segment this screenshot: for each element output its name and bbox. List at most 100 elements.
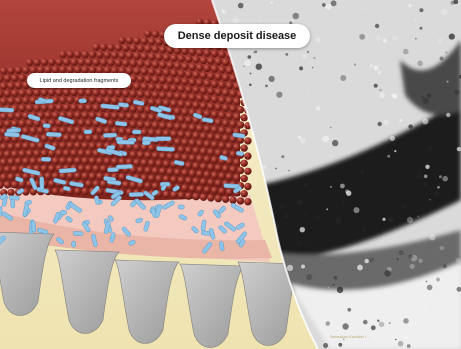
deposit-sphere	[81, 173, 88, 180]
deposit-sphere	[148, 160, 155, 167]
deposit-sphere	[204, 110, 211, 117]
deposit-sphere	[81, 142, 88, 149]
deposit-sphere	[133, 83, 140, 90]
deposit-sphere	[178, 101, 185, 108]
deposit-sphere	[26, 120, 33, 127]
deposit-sphere	[19, 74, 26, 81]
deposit-sphere	[7, 189, 14, 196]
deposit-sphere	[137, 106, 144, 113]
deposit-sphere	[111, 52, 118, 59]
deposit-sphere	[0, 83, 7, 90]
deposit-sphere	[63, 135, 70, 142]
deposit-sphere	[148, 99, 155, 106]
deposit-sphere	[107, 59, 114, 66]
deposit-sphere	[181, 154, 188, 161]
deposit-sphere	[170, 55, 177, 62]
deposit-sphere	[192, 56, 199, 63]
deposit-sphere	[181, 93, 188, 100]
deposit-sphere	[85, 165, 92, 172]
deposit-sphere	[41, 104, 48, 111]
lipid-fragment	[142, 140, 150, 145]
deposit-sphere	[159, 77, 166, 84]
deposit-sphere	[218, 66, 225, 73]
deposit-sphere	[0, 98, 7, 105]
deposit-sphere	[211, 111, 218, 118]
deposit-sphere	[118, 113, 125, 120]
deposit-sphere	[163, 160, 170, 167]
deposit-sphere	[78, 104, 85, 111]
deposit-sphere	[159, 92, 166, 99]
deposit-sphere	[141, 114, 148, 121]
deposit-sphere	[181, 139, 188, 146]
deposit-sphere	[19, 90, 26, 97]
deposit-sphere	[200, 87, 207, 94]
deposit-sphere	[222, 74, 229, 81]
deposit-sphere	[244, 168, 251, 175]
deposit-sphere	[22, 97, 29, 104]
deposit-sphere	[189, 48, 196, 55]
deposit-sphere	[148, 129, 155, 136]
deposit-sphere	[237, 121, 244, 128]
deposit-sphere	[148, 68, 155, 75]
deposit-sphere	[181, 48, 188, 55]
deposit-sphere	[118, 128, 125, 135]
deposit-sphere	[0, 113, 7, 120]
lipid-fragment	[117, 140, 135, 145]
deposit-sphere	[30, 143, 37, 150]
deposit-sphere	[96, 97, 103, 104]
deposit-sphere	[0, 159, 7, 166]
deposit-sphere	[85, 180, 92, 187]
deposit-sphere	[19, 150, 26, 157]
lipid-fragment	[0, 206, 2, 216]
deposit-sphere	[229, 166, 236, 173]
deposit-sphere	[222, 89, 229, 96]
deposit-sphere	[11, 120, 18, 127]
deposit-sphere	[167, 92, 174, 99]
lipid-fragment	[46, 132, 61, 137]
deposit-sphere	[4, 166, 11, 173]
deposit-sphere	[67, 127, 74, 134]
deposit-sphere	[170, 100, 177, 107]
deposit-sphere	[133, 37, 140, 44]
deposit-sphere	[118, 52, 125, 59]
deposit-sphere	[104, 51, 111, 58]
deposit-sphere	[178, 116, 185, 123]
deposit-sphere	[200, 72, 207, 79]
deposit-sphere	[41, 89, 48, 96]
lipid-fragment	[84, 130, 92, 134]
deposit-sphere	[170, 70, 177, 77]
deposit-sphere	[144, 91, 151, 98]
deposit-sphere	[56, 104, 63, 111]
deposit-sphere	[167, 47, 174, 54]
deposit-sphere	[196, 49, 203, 56]
deposit-sphere	[89, 97, 96, 104]
deposit-sphere	[211, 81, 218, 88]
deposit-sphere	[59, 97, 66, 104]
deposit-sphere	[178, 85, 185, 92]
deposit-sphere	[155, 38, 162, 45]
deposit-sphere	[137, 75, 144, 82]
deposit-sphere	[133, 113, 140, 120]
deposit-sphere	[196, 186, 203, 193]
deposit-sphere	[233, 98, 240, 105]
deposit-sphere	[74, 173, 81, 180]
deposit-sphere	[126, 113, 133, 120]
deposit-sphere	[185, 101, 192, 108]
deposit-sphere	[222, 196, 229, 203]
lipid-fragment	[40, 177, 44, 191]
deposit-sphere	[130, 182, 137, 189]
deposit-sphere	[215, 89, 222, 96]
deposit-sphere	[0, 143, 7, 150]
deposit-sphere	[144, 182, 151, 189]
deposit-sphere	[141, 68, 148, 75]
deposit-sphere	[74, 127, 81, 134]
deposit-sphere	[133, 68, 140, 75]
deposit-sphere	[52, 157, 59, 164]
deposit-sphere	[74, 188, 81, 195]
deposit-sphere	[78, 89, 85, 96]
deposit-sphere	[196, 64, 203, 71]
deposit-sphere	[178, 192, 185, 199]
deposit-sphere	[211, 187, 218, 194]
deposit-sphere	[15, 112, 22, 119]
deposit-sphere	[15, 82, 22, 89]
